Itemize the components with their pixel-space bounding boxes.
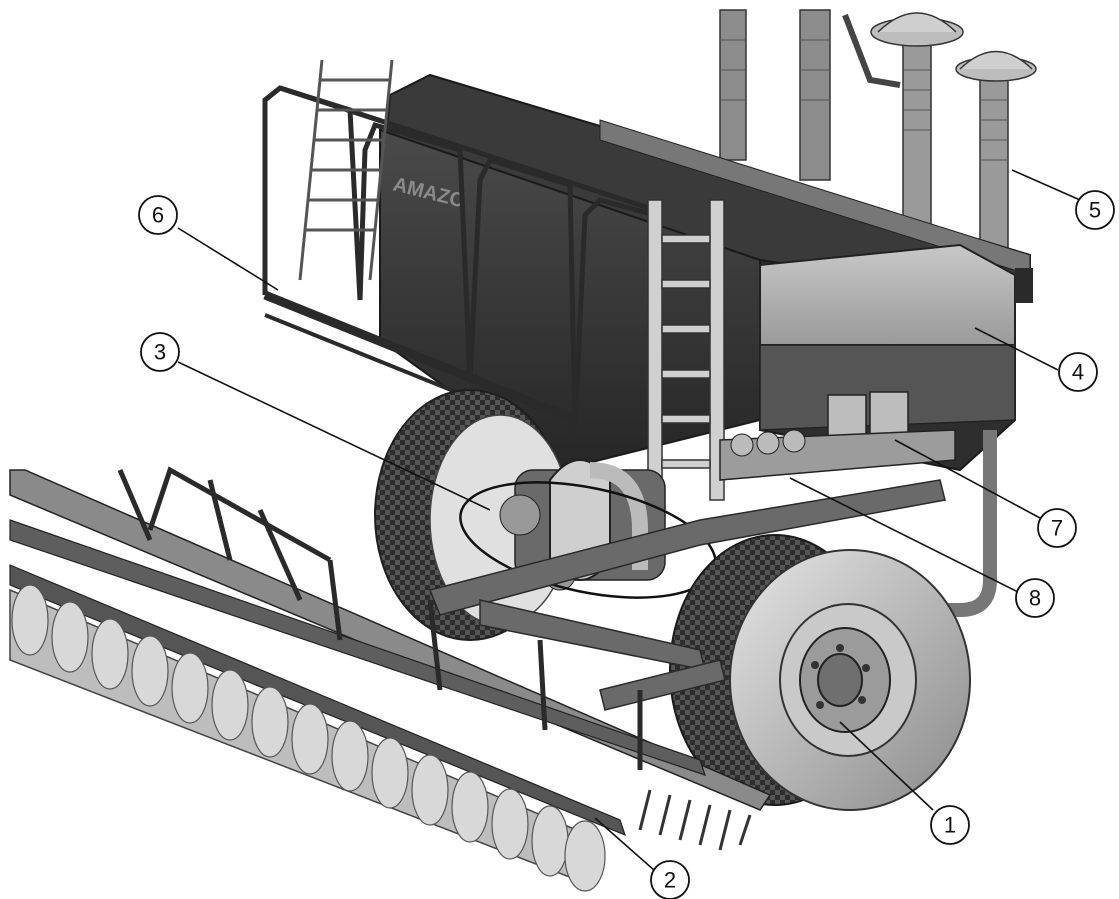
rear-ladder <box>298 59 394 281</box>
tool-bar <box>9 466 772 851</box>
callout-7: 7 <box>1037 508 1077 548</box>
chassis-frame <box>428 479 946 711</box>
callouts: 1 2 3 4 5 6 7 8 <box>138 190 1115 899</box>
leader-lines <box>177 169 1081 871</box>
svg-text:2: 2 <box>664 868 676 893</box>
packer-roller <box>9 584 606 892</box>
svg-text:4: 4 <box>1072 360 1084 385</box>
leader-8 <box>789 477 1019 593</box>
svg-text:5: 5 <box>1089 198 1101 223</box>
front-ladder <box>647 199 725 501</box>
side-pipe <box>940 430 997 617</box>
callout-3: 3 <box>140 332 180 372</box>
delivery-pipes <box>719 9 1037 261</box>
leader-6 <box>177 227 279 291</box>
callout-1: 1 <box>930 805 970 845</box>
leader-5 <box>1011 169 1081 201</box>
callout-8: 8 <box>1015 578 1055 618</box>
front-cover <box>759 243 1033 431</box>
leader-2 <box>594 817 655 871</box>
callout-4: 4 <box>1058 352 1098 392</box>
svg-text:8: 8 <box>1029 586 1041 611</box>
callout-6: 6 <box>138 195 178 235</box>
front-wheel <box>669 534 971 811</box>
callout-5: 5 <box>1075 190 1115 230</box>
callout-2: 2 <box>650 860 690 899</box>
svg-text:1: 1 <box>944 813 956 838</box>
leader-3 <box>177 361 491 511</box>
svg-text:3: 3 <box>154 340 166 365</box>
leader-7 <box>894 439 1041 519</box>
svg-text:6: 6 <box>152 203 164 228</box>
metering-units <box>719 391 956 481</box>
leader-4 <box>974 327 1059 371</box>
svg-text:7: 7 <box>1051 516 1063 541</box>
leader-1 <box>839 721 934 811</box>
